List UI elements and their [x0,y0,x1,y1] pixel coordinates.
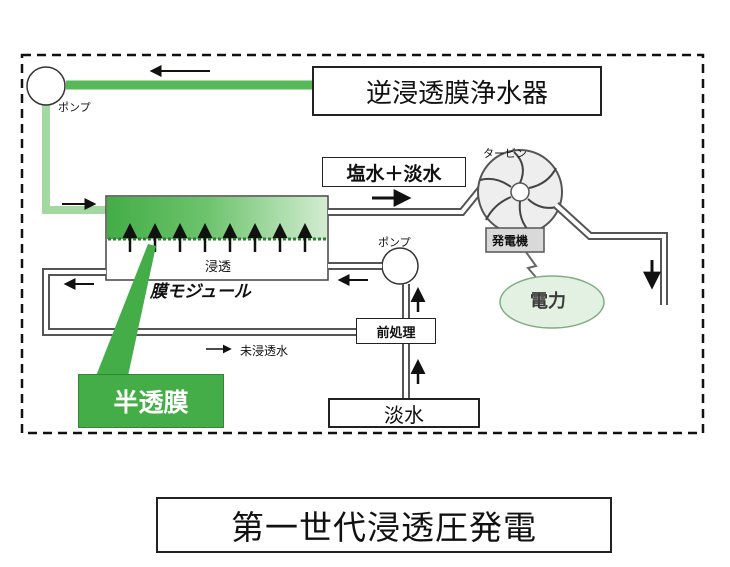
salt-fresh-water-label: 塩水＋淡水 [322,157,466,187]
pretreatment-box: 前処理 [356,318,436,344]
osmosis-arrows [122,223,313,252]
membrane-module-label: 膜モジュール [150,282,251,302]
page-caption: 第一世代浸透圧発電 [156,497,612,553]
membrane-callout-pointer [96,244,156,376]
lightning-icon [525,251,541,283]
osmosis-label: 浸透 [205,260,232,275]
ro-purifier-box: 逆浸透膜浄水器 [312,66,602,116]
turbine-label: タービン [483,147,527,160]
unpermeated-water-label: 未浸透水 [240,344,289,358]
fresh-water-box: 淡水 [328,398,480,428]
unpermeated-pipe [42,268,356,336]
system-boundary [20,53,705,435]
pump-right [381,247,419,285]
pump-right-label: ポンプ [378,236,411,249]
power-label: 電力 [530,291,566,312]
unpermeated-pipe-inner [44,270,356,334]
generator [485,227,545,253]
semipermeable-membrane-label: 半透膜 [78,374,224,428]
power-bubble [499,275,605,329]
exhaust-pipe-inner [554,203,666,305]
pump-top-label: ポンプ [58,101,91,114]
green-feed-pipe [42,102,106,214]
membrane-green-zone [107,197,327,239]
generator-label: 発電機 [492,234,529,248]
turbine-hub [510,182,530,202]
pump-top [26,66,66,106]
